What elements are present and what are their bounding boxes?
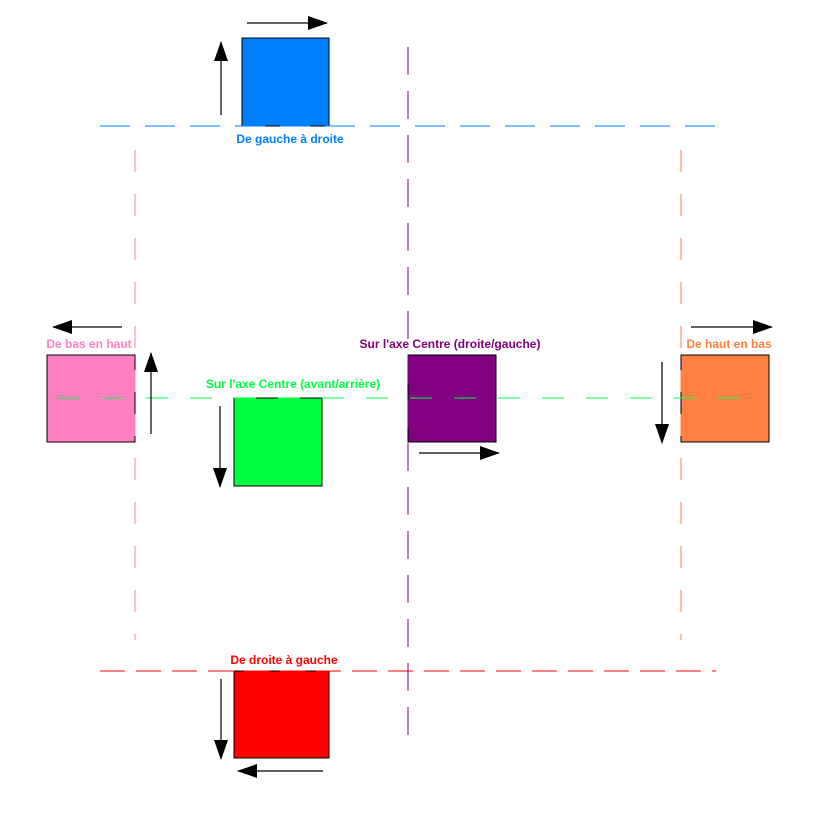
label-orange: De haut en bas [686,337,772,351]
green-square [233,397,323,487]
label-purple: Sur l'axe Centre (droite/gauche) [360,337,541,351]
label-blue: De gauche à droite [236,132,344,146]
red-square [233,670,330,759]
label-pink: De bas en haut [46,337,131,351]
blue-square [241,37,330,127]
label-green: Sur l'axe Centre (avant/arrière) [206,377,380,391]
label-red: De droite à gauche [230,653,338,667]
